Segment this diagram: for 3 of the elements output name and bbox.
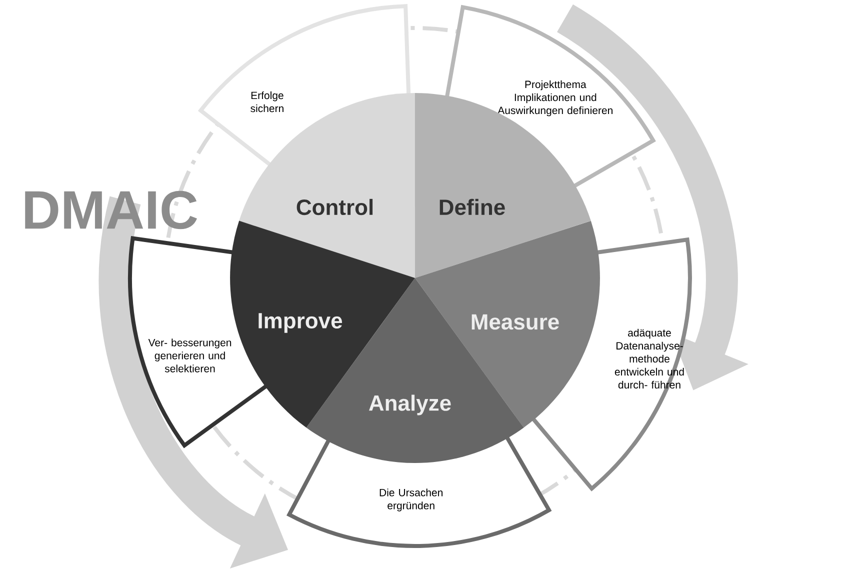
title: DMAIC [25, 190, 197, 230]
step-box: Erfolge sichern [198, 4, 411, 172]
node-label: Die Ursachen ergründen [380, 488, 443, 512]
